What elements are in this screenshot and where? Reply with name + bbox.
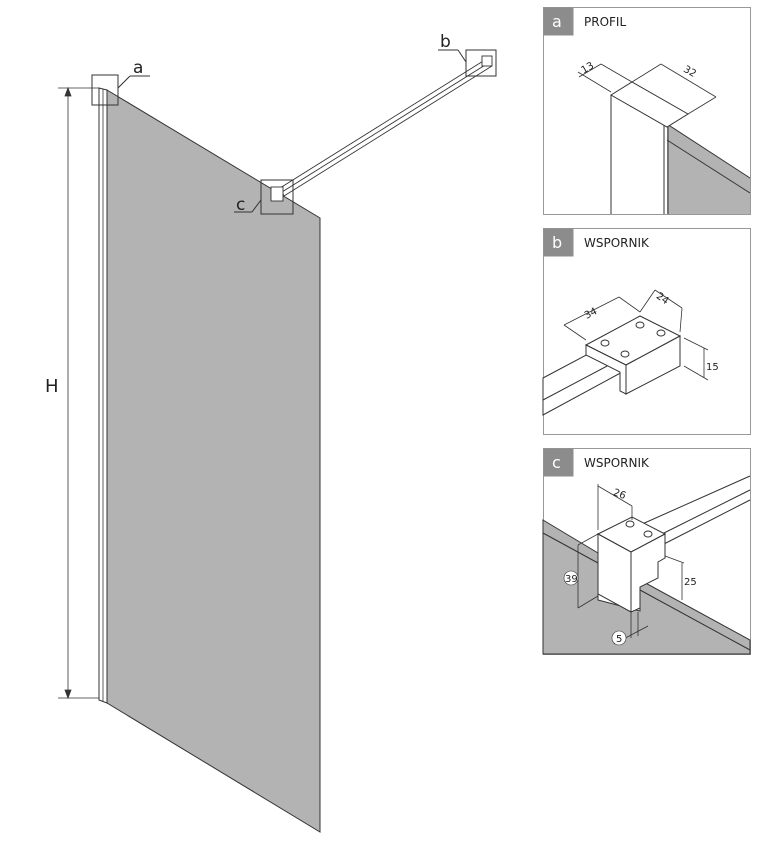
dim-c-39: 39 <box>565 574 578 585</box>
callout-label-a: a <box>133 58 143 78</box>
dim-b-15: 15 <box>706 362 719 373</box>
height-label: H <box>45 376 59 397</box>
stabilizer-bar <box>270 55 493 202</box>
height-dimension <box>58 86 99 700</box>
callout-box-a <box>91 74 119 106</box>
detail-badge-b: b <box>552 233 562 252</box>
callout-box-c <box>260 179 294 215</box>
dim-c-5: 5 <box>616 634 622 645</box>
detail-panel-b: b WSPORNIK 34 24 15 <box>542 228 751 435</box>
glass-panel <box>106 89 321 833</box>
detail-panel-c: c WSPORNIK 26 39 25 5 <box>542 448 751 655</box>
callout-label-b: b <box>440 32 451 52</box>
callout-label-c: c <box>236 195 245 215</box>
callout-box-b <box>465 49 497 77</box>
dim-b-34: 34 <box>583 306 599 322</box>
dim-c-25: 25 <box>684 577 697 588</box>
dim-c-26: 26 <box>611 487 627 502</box>
detail-title-b: WSPORNIK <box>584 236 650 250</box>
main-drawing: H a b c <box>42 32 497 833</box>
detail-title-a: PROFIL <box>584 15 626 29</box>
detail-badge-a: a <box>552 12 562 31</box>
detail-badge-c: c <box>552 453 561 472</box>
detail-title-c: WSPORNIK <box>584 456 650 470</box>
detail-panel-a: a PROFIL 13 32 <box>543 7 751 215</box>
